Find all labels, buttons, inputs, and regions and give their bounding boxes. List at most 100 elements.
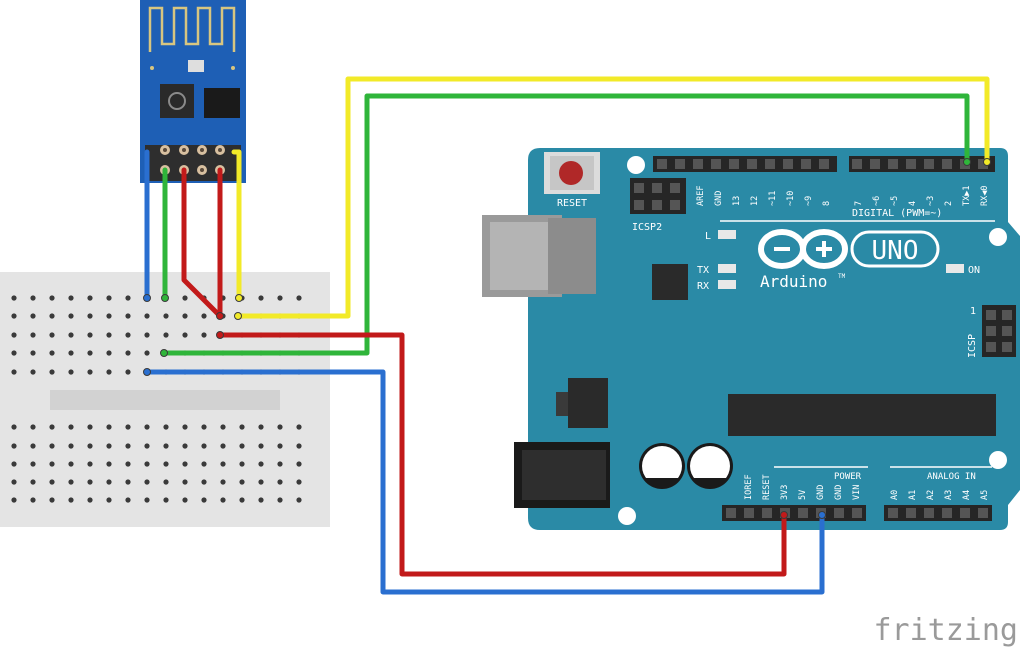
- header-pin: [670, 200, 680, 210]
- header-pin: [747, 159, 757, 169]
- digital-pin-label: 2: [944, 201, 954, 206]
- breadboard-hole: [87, 332, 93, 338]
- header-pin: [634, 183, 644, 193]
- breadboard-hole: [87, 479, 93, 485]
- wire-endpoint: [235, 294, 243, 302]
- header-pin: [852, 508, 862, 518]
- breadboard-hole: [106, 350, 112, 356]
- led-tx: [718, 264, 736, 273]
- breadboard-hole: [49, 497, 55, 503]
- esp01-pin-hole: [218, 148, 222, 152]
- header-pin: [634, 200, 644, 210]
- breadboard-hole: [106, 332, 112, 338]
- breadboard-hole: [87, 295, 93, 301]
- wire-endpoint: [780, 511, 788, 519]
- wire-red-to-3v3: [217, 332, 787, 577]
- breadboard-hole: [277, 461, 283, 467]
- wire-endpoint: [818, 511, 826, 519]
- wire-endpoint: [983, 158, 991, 166]
- breadboard-hole: [68, 497, 74, 503]
- breadboard-hole: [106, 497, 112, 503]
- mounting-hole: [618, 507, 636, 525]
- header-pin: [1002, 326, 1012, 336]
- breadboard-hole: [277, 479, 283, 485]
- digital-pin-label: ~11: [768, 191, 778, 206]
- breadboard-hole: [30, 497, 36, 503]
- breadboard-hole: [182, 424, 188, 430]
- breadboard-hole: [11, 332, 17, 338]
- breadboard-hole: [106, 443, 112, 449]
- breadboard-hole: [11, 443, 17, 449]
- breadboard-hole: [163, 497, 169, 503]
- esp01-led: [188, 60, 204, 72]
- power-pin-label: RESET: [762, 474, 772, 500]
- wires: [144, 76, 990, 595]
- digital-pin-label: 7: [854, 201, 864, 206]
- uno-model-text: UNO: [872, 236, 919, 266]
- usb-connector: [482, 215, 596, 297]
- header-pin: [906, 508, 916, 518]
- breadboard-hole: [125, 443, 131, 449]
- breadboard-hole: [68, 295, 74, 301]
- power-label: POWER: [834, 472, 862, 482]
- esp01-pin-hole: [200, 148, 204, 152]
- digital-pin-label: RX◀0: [980, 186, 990, 206]
- wire-green-to-arduino-tx: [161, 93, 970, 356]
- breadboard-hole: [296, 295, 302, 301]
- header-pin: [729, 159, 739, 169]
- breadboard-hole: [258, 479, 264, 485]
- breadboard-hole: [201, 497, 207, 503]
- arduino-tm: TM: [838, 273, 846, 280]
- header-pin: [744, 508, 754, 518]
- power-pin-label: GND: [834, 485, 844, 500]
- header-pin: [942, 159, 952, 169]
- breadboard-hole: [277, 443, 283, 449]
- header-pin: [888, 508, 898, 518]
- breadboard: [0, 272, 330, 527]
- digital-pin-label: 12: [750, 196, 760, 206]
- reset-label: RESET: [557, 198, 587, 209]
- breadboard-hole: [125, 350, 131, 356]
- header-pin: [978, 508, 988, 518]
- breadboard-hole: [125, 424, 131, 430]
- breadboard-hole: [106, 461, 112, 467]
- header-pin: [924, 159, 934, 169]
- breadboard-hole: [87, 461, 93, 467]
- digital-header-right: [849, 156, 995, 172]
- breadboard-hole: [182, 497, 188, 503]
- breadboard-hole: [277, 295, 283, 301]
- power-pin-label: GND: [816, 485, 826, 500]
- breadboard-hole: [144, 497, 150, 503]
- power-pin-label: VIN: [852, 485, 862, 500]
- analog-pin-label: A2: [926, 490, 936, 500]
- power-pin-label: IOREF: [744, 474, 754, 500]
- breadboard-hole: [68, 461, 74, 467]
- esp01-header: [145, 145, 241, 181]
- led-rx: [718, 280, 736, 289]
- reset-button[interactable]: [544, 152, 600, 194]
- breadboard-hole: [258, 443, 264, 449]
- breadboard-hole: [239, 443, 245, 449]
- wire-yellow-tx: [231, 149, 242, 301]
- header-pin: [1002, 310, 1012, 320]
- breadboard-hole: [258, 461, 264, 467]
- esp01-wifi-module: [140, 0, 246, 183]
- breadboard-hole: [30, 350, 36, 356]
- header-pin: [1002, 342, 1012, 352]
- digital-pin-label: 13: [732, 196, 742, 206]
- uno-badge: [850, 230, 940, 268]
- header-pin: [657, 159, 667, 169]
- breadboard-hole: [239, 497, 245, 503]
- digital-pin-label: ~9: [804, 196, 814, 206]
- header-pin: [726, 508, 736, 518]
- wire-endpoint: [216, 331, 224, 339]
- breadboard-hole: [125, 497, 131, 503]
- breadboard-hole: [201, 479, 207, 485]
- capacitor: [687, 443, 733, 489]
- breadboard-hole: [258, 295, 264, 301]
- header-pin: [986, 342, 996, 352]
- breadboard-hole: [182, 295, 188, 301]
